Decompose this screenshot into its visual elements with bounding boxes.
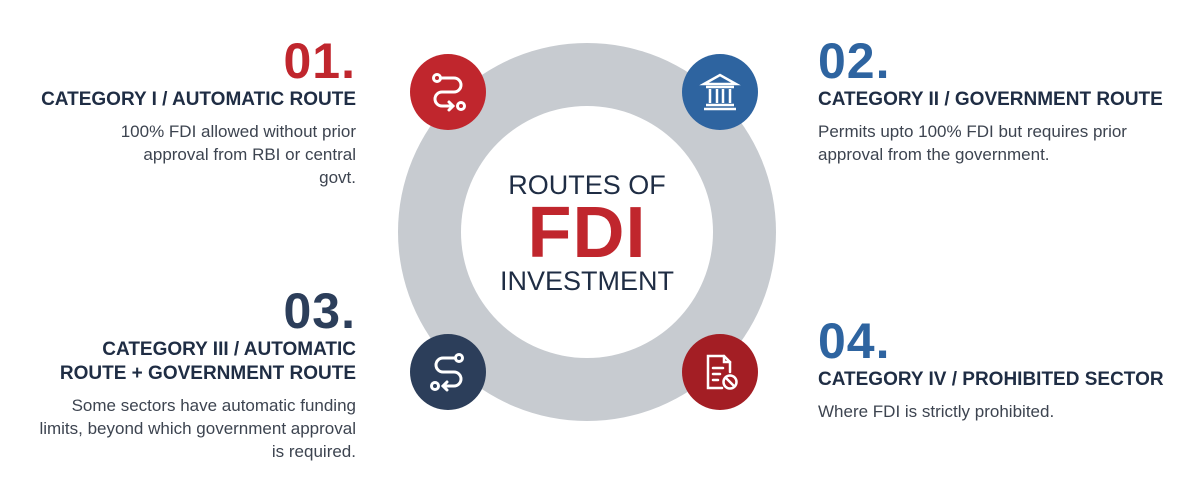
item-desc: Some sectors have automatic funding limi…	[39, 396, 356, 461]
center-line1: ROUTES OF	[508, 170, 666, 200]
prohibited-document-icon	[682, 334, 758, 410]
item-01: 01. CATEGORY I / AUTOMATIC ROUTE 100% FD…	[16, 36, 356, 189]
item-desc: 100% FDI allowed without prior approval …	[120, 122, 356, 187]
route-icon	[410, 54, 486, 130]
center-line3: INVESTMENT	[499, 266, 674, 296]
inner-circle	[461, 106, 713, 358]
item-number: 03.	[283, 283, 356, 339]
item-title: CATEGORY I / AUTOMATIC ROUTE	[41, 89, 356, 110]
government-building-icon	[682, 54, 758, 130]
item-title: CATEGORY IV / PROHIBITED SECTOR	[818, 369, 1164, 390]
item-title-line2: ROUTE + GOVERNMENT ROUTE	[59, 363, 356, 384]
item-02: 02. CATEGORY II / GOVERNMENT ROUTE Permi…	[818, 33, 1163, 166]
item-number: 02.	[818, 33, 891, 89]
center-title: ROUTES OF FDI INVESTMENT	[461, 170, 713, 296]
item-number: 04.	[818, 313, 891, 369]
item-title: CATEGORY II / GOVERNMENT ROUTE	[818, 89, 1163, 110]
item-04: 04. CATEGORY IV / PROHIBITED SECTOR Wher…	[818, 313, 1164, 423]
route-return-icon	[410, 334, 486, 410]
item-desc: Permits upto 100% FDI but requires prior…	[818, 122, 1127, 164]
item-number: 01.	[283, 33, 356, 89]
item-desc: Where FDI is strictly prohibited.	[818, 402, 1055, 421]
item-title-line1: CATEGORY III / AUTOMATIC	[102, 339, 356, 360]
item-03: 03. CATEGORY III / AUTOMATIC ROUTE + GOV…	[16, 286, 356, 463]
center-line2: FDI	[527, 193, 647, 273]
